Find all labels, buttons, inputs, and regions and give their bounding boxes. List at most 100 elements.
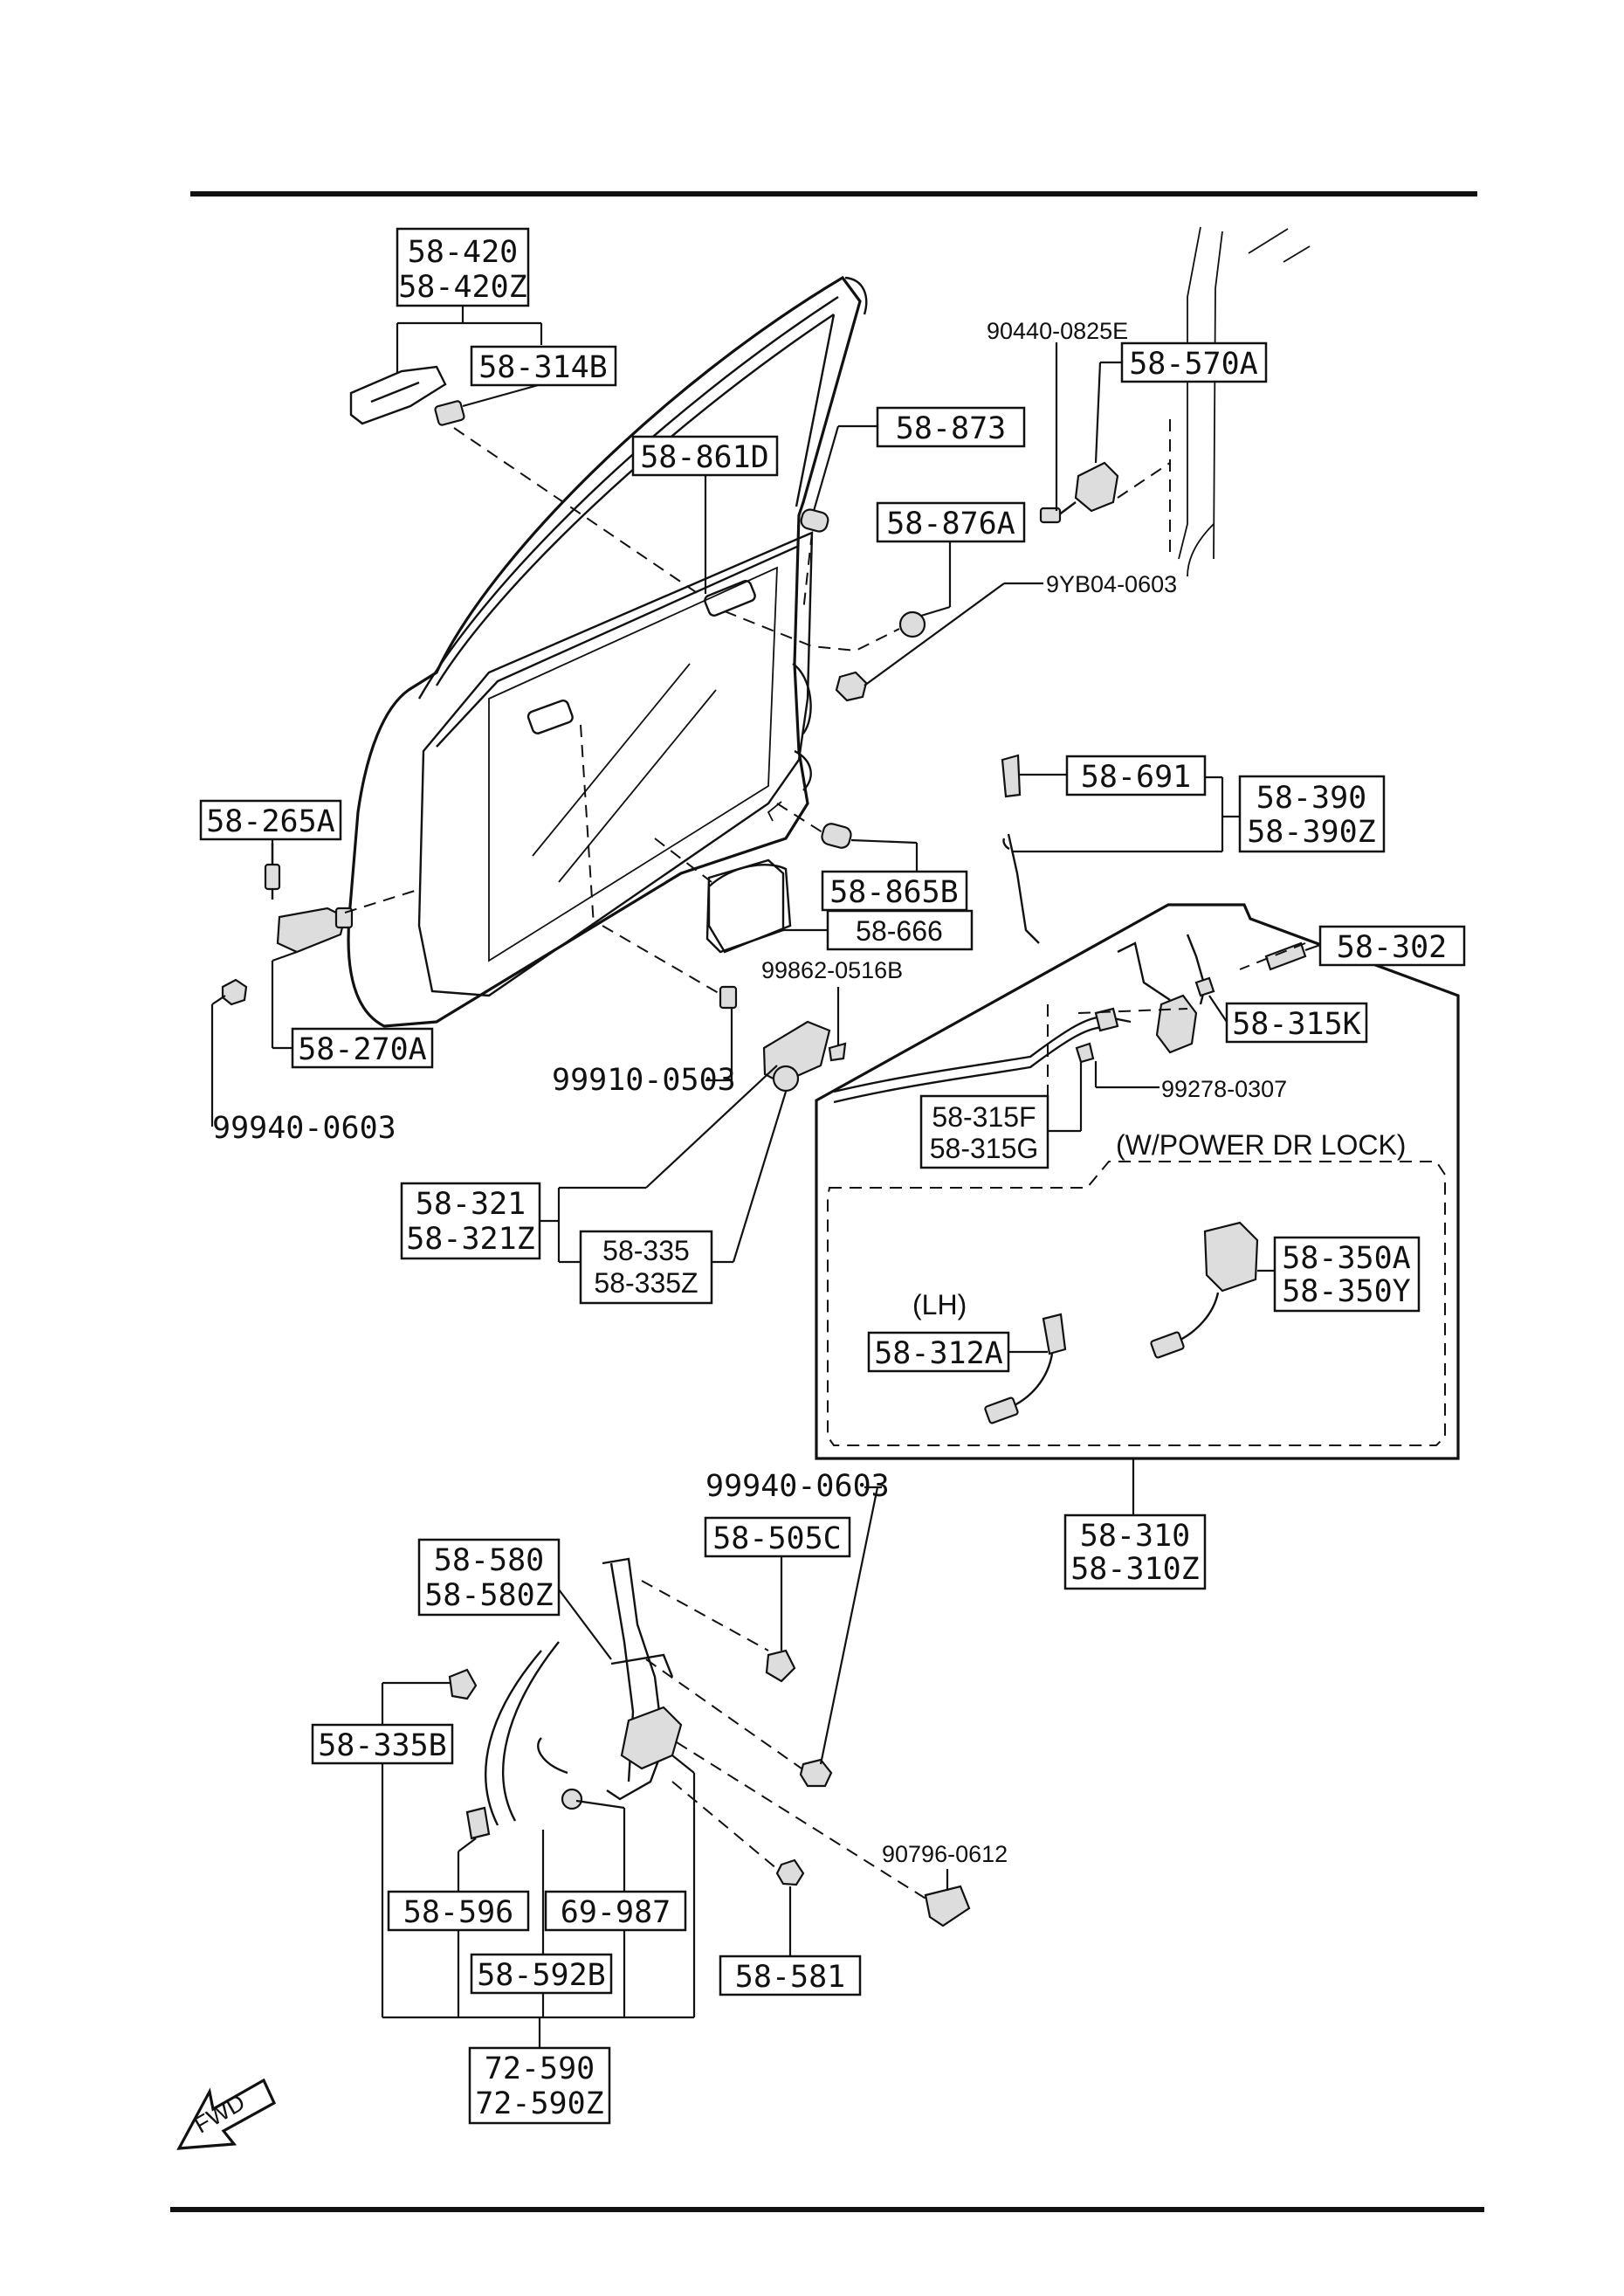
label-58-335b: 58-335B [311, 1723, 454, 1765]
svg-text:58-321: 58-321 [416, 1187, 526, 1222]
svg-text:58-335: 58-335 [602, 1235, 690, 1266]
svg-text:58-873: 58-873 [896, 411, 1006, 446]
svg-text:58-315K: 58-315K [1232, 1007, 1361, 1042]
striker-58-570a [1039, 461, 1119, 524]
label-72-590: 72-590 72-590Z [468, 2046, 611, 2125]
label-58-691: 58-691 [1065, 755, 1207, 796]
label-58-350a: 58-350A 58-350Y [1273, 1236, 1421, 1313]
svg-text:72-590Z: 72-590Z [475, 2086, 604, 2121]
label-lh: (LH) [912, 1289, 967, 1320]
svg-text:FWD: FWD [189, 2089, 249, 2139]
svg-text:58-350Y: 58-350Y [1282, 1274, 1411, 1309]
svg-text:58-570A: 58-570A [1129, 347, 1258, 382]
svg-text:58-592B: 58-592B [477, 1958, 606, 1993]
latch-group-frame [815, 903, 1460, 1460]
svg-text:58-310Z: 58-310Z [1070, 1552, 1200, 1587]
svg-text:58-315G: 58-315G [930, 1133, 1039, 1164]
svg-text:58-335B: 58-335B [318, 1728, 447, 1763]
label-99910-0503: 99910-0503 [552, 1063, 736, 1098]
svg-text:58-505C: 58-505C [712, 1521, 842, 1556]
svg-text:58-861D: 58-861D [640, 440, 769, 475]
label-58-873: 58-873 [876, 406, 1026, 448]
label-58-420: 58-420 58-420Z [396, 227, 530, 307]
actuator-58-312a [984, 1313, 1067, 1424]
switch-58-350a [1150, 1221, 1259, 1359]
label-99940-0603-b: 99940-0603 [705, 1469, 890, 1504]
label-90796-0612: 90796-0612 [882, 1841, 1008, 1867]
label-power-dr-lock: (W/POWER DR LOCK) [1116, 1129, 1406, 1161]
label-99862-0516b: 99862-0516B [761, 957, 903, 983]
door-checker-part [221, 843, 354, 1006]
screw-99862 [828, 1042, 847, 1062]
svg-text:58-420Z: 58-420Z [398, 270, 527, 305]
clip-58-873 [800, 508, 829, 533]
label-58-570a: 58-570A [1120, 341, 1268, 383]
label-58-315k: 58-315K [1225, 1002, 1368, 1044]
dashed-guide-lines [344, 427, 1306, 1900]
svg-text:58-265A: 58-265A [206, 804, 335, 839]
svg-text:58-310: 58-310 [1080, 1519, 1190, 1554]
svg-text:58-666: 58-666 [856, 915, 943, 947]
label-58-265a: 58-265A [199, 799, 342, 841]
svg-text:58-420: 58-420 [408, 235, 518, 270]
label-58-310: 58-310 58-310Z [1063, 1513, 1207, 1590]
svg-text:58-270A: 58-270A [298, 1032, 427, 1067]
door-latch-assembly [833, 934, 1215, 1104]
label-58-312a: 58-312A [867, 1331, 1010, 1373]
svg-text:58-390Z: 58-390Z [1247, 815, 1376, 850]
svg-text:58-312A: 58-312A [874, 1336, 1003, 1371]
svg-text:58-314B: 58-314B [478, 350, 608, 385]
window-regulator [485, 1557, 683, 1826]
label-58-321: 58-321 58-321Z [400, 1182, 541, 1260]
svg-text:58-876A: 58-876A [886, 507, 1015, 541]
bolt-58-505c [765, 1649, 796, 1683]
svg-text:58-691: 58-691 [1081, 760, 1191, 795]
label-99278-0307: 99278-0307 [1161, 1076, 1287, 1102]
svg-text:58-390: 58-390 [1256, 781, 1366, 816]
label-69-987: 69-987 [544, 1890, 687, 1932]
fwd-arrow-icon: FWD [176, 2078, 277, 2150]
label-58-581: 58-581 [719, 1955, 862, 1996]
plug-58-876a [898, 610, 926, 638]
clip-99910 [719, 985, 738, 1010]
label-58-302: 58-302 [1318, 925, 1466, 967]
svg-text:58-350A: 58-350A [1282, 1241, 1411, 1276]
svg-text:58-321Z: 58-321Z [406, 1222, 535, 1257]
label-58-865b: 58-865B [821, 870, 968, 912]
svg-text:58-865B: 58-865B [829, 875, 959, 910]
svg-text:58-580: 58-580 [434, 1543, 544, 1578]
svg-text:72-590: 72-590 [485, 2051, 595, 2086]
svg-text:58-581: 58-581 [735, 1960, 845, 1995]
nut-9yb04 [835, 671, 868, 702]
label-58-314b: 58-314B [470, 345, 617, 387]
label-58-876a: 58-876A [876, 501, 1026, 543]
label-58-270a: 58-270A [291, 1027, 434, 1069]
label-9yb04-0603: 9YB04-0603 [1046, 571, 1177, 597]
label-99940-0603-a: 99940-0603 [212, 1111, 396, 1146]
lock-rod-58-691 [1001, 754, 1040, 944]
nut-99940b [799, 1758, 833, 1788]
clip-58-596 [465, 1806, 491, 1840]
clip-58-865b [821, 823, 852, 849]
inner-handle-58-321 [762, 1020, 831, 1093]
label-58-580: 58-580 58-580Z [417, 1538, 561, 1617]
label-58-335: 58-335 58-335Z [579, 1230, 713, 1305]
body-pillar [1169, 226, 1311, 577]
seal-58-666 [705, 858, 785, 954]
clip-58-335b [448, 1668, 478, 1700]
door-shell [347, 275, 868, 1028]
label-58-315f: 58-315F 58-315G [919, 1094, 1049, 1169]
label-58-861d: 58-861D [631, 435, 779, 477]
label-58-596: 58-596 [387, 1890, 530, 1932]
label-58-390: 58-390 58-390Z [1238, 775, 1386, 853]
leader-lines [210, 306, 1321, 2048]
label-58-666: 58-666 [826, 909, 974, 951]
svg-text:58-315F: 58-315F [932, 1101, 1036, 1133]
svg-text:58-302: 58-302 [1337, 930, 1447, 965]
svg-text:58-335Z: 58-335Z [594, 1267, 698, 1299]
svg-text:58-580Z: 58-580Z [424, 1578, 554, 1613]
screw-58-302 [1264, 941, 1307, 971]
svg-text:69-987: 69-987 [561, 1895, 671, 1930]
label-58-592b: 58-592B [470, 1953, 613, 1995]
